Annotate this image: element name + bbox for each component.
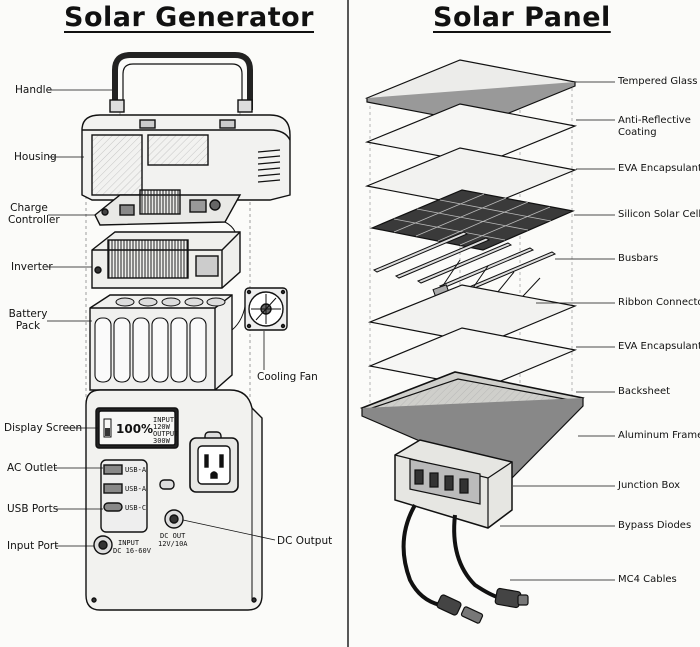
- inverter-part: [92, 232, 240, 288]
- screen-output-value: 300W: [153, 437, 171, 445]
- cooling-fan-part: [245, 288, 287, 330]
- label-bypass-diodes: Bypass Diodes: [618, 520, 691, 532]
- usb-a-1-text: USB-A: [125, 466, 147, 474]
- label-cooling-fan: Cooling Fan: [257, 371, 318, 383]
- screen-percent-text: 100%: [116, 422, 153, 436]
- panel-title: Solar Panel: [433, 2, 611, 33]
- label-aluminum-frame: Aluminum Frame: [618, 430, 700, 442]
- label-usb-ports: USB Ports: [7, 503, 58, 515]
- mc4-cables-part: [404, 505, 528, 624]
- usb-c-text: USB-C: [125, 504, 146, 512]
- label-junction-box: Junction Box: [618, 480, 680, 492]
- input-text-1: INPUT: [118, 539, 140, 547]
- label-tempered-glass: Tempered Glass: [618, 76, 697, 88]
- label-mc4-cables: MC4 Cables: [618, 574, 677, 586]
- label-ac-outlet: AC Outlet: [7, 462, 57, 474]
- label-eva-bottom: EVA Encapsulant: [618, 341, 700, 353]
- dc-out-text-2: 12V/10A: [158, 540, 188, 548]
- label-backsheet: Backsheet: [618, 386, 670, 398]
- label-charge-controller: Charge Controller: [8, 202, 50, 226]
- handle-part: [110, 55, 252, 112]
- generator-title: Solar Generator: [64, 2, 314, 33]
- solar-panel-drawing: [362, 60, 615, 624]
- solar-generator-drawing: [47, 55, 290, 610]
- label-dc-output: DC Output: [277, 535, 332, 547]
- label-battery-pack: Battery Pack: [8, 308, 48, 332]
- label-housing: Housing: [14, 151, 57, 163]
- label-busbars: Busbars: [618, 253, 658, 265]
- battery-pack-part: [90, 295, 246, 390]
- silicon-cells-layer: [372, 190, 573, 250]
- housing-part: [82, 115, 290, 200]
- label-display-screen: Display Screen: [4, 422, 82, 434]
- panel-leader-lines: [500, 82, 615, 580]
- dc-out-text-1: DC OUT: [160, 532, 186, 540]
- usb-a-2-text: USB-A: [125, 485, 147, 493]
- label-handle: Handle: [15, 84, 52, 96]
- label-inverter: Inverter: [11, 261, 53, 273]
- label-anti-reflective: Anti-Reflective Coating: [618, 115, 691, 139]
- label-input-port: Input Port: [7, 540, 58, 552]
- label-ribbon-connectors: Ribbon Connectors: [618, 297, 700, 309]
- label-eva-top: EVA Encapsulant: [618, 163, 700, 175]
- input-text-2: DC 16-60V: [113, 547, 152, 555]
- label-silicon-cells: Silicon Solar Cells: [618, 209, 700, 221]
